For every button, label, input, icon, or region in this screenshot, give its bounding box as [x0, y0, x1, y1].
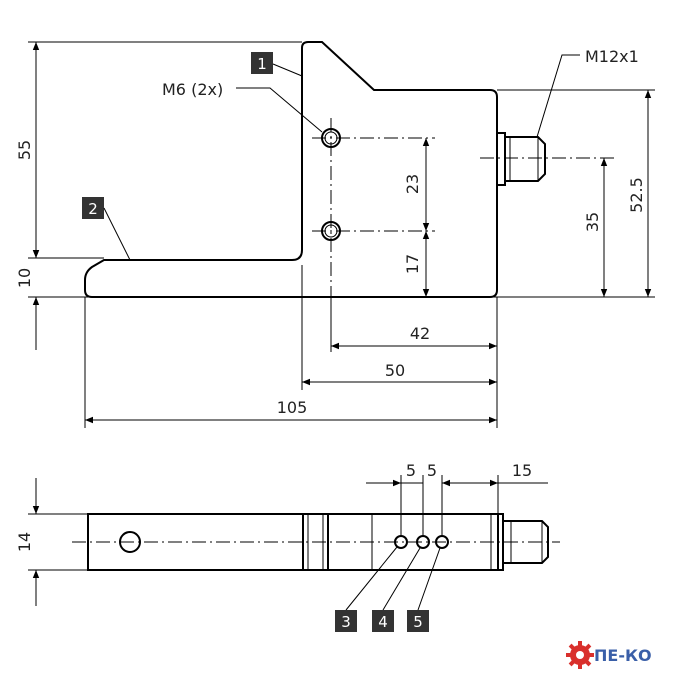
dim-height-35: 35: [583, 212, 602, 232]
svg-text:3: 3: [341, 613, 351, 631]
top-view: 14 5 5 15 3 4 5: [15, 461, 560, 632]
dim-connector-15: 15: [512, 461, 532, 480]
callout-3: 3: [335, 546, 398, 632]
dim-height-52-5: 52.5: [627, 177, 646, 213]
dim-thickness-14: 14: [15, 532, 34, 552]
brand-logo: ПЕ-КО: [566, 641, 652, 669]
dim-width-42: 42: [410, 324, 430, 343]
dim-height-10: 10: [15, 268, 34, 288]
label-m6-holes: M6 (2x): [162, 80, 223, 99]
callout-5: 5: [407, 547, 441, 632]
label-m12-thread: M12x1: [585, 47, 639, 66]
dim-pitch-b: 5: [427, 461, 437, 480]
svg-text:4: 4: [378, 613, 388, 631]
m12-connector-thread: [505, 136, 546, 182]
dim-height-17: 17: [403, 254, 422, 274]
callout-4: 4: [372, 547, 421, 632]
svg-text:1: 1: [257, 55, 267, 73]
callout-1: 1: [251, 52, 303, 77]
dim-height-55: 55: [15, 140, 34, 160]
dim-height-23: 23: [403, 174, 422, 194]
m12-connector-body: [496, 132, 506, 186]
housing-top-outline: [87, 513, 504, 571]
callout-2: 2: [82, 197, 131, 261]
svg-text:5: 5: [413, 613, 423, 631]
logo-text: ПЕ-КО: [594, 646, 652, 665]
dim-pitch-a: 5: [406, 461, 416, 480]
gear-icon: [566, 641, 594, 669]
dim-width-105: 105: [277, 398, 308, 417]
housing-outline: [84, 41, 498, 298]
side-view: 55 10 23 17 35 52.5 42 50 105 M6 (2x) M1…: [15, 41, 655, 428]
dim-width-50: 50: [385, 361, 405, 380]
svg-text:2: 2: [88, 200, 98, 218]
